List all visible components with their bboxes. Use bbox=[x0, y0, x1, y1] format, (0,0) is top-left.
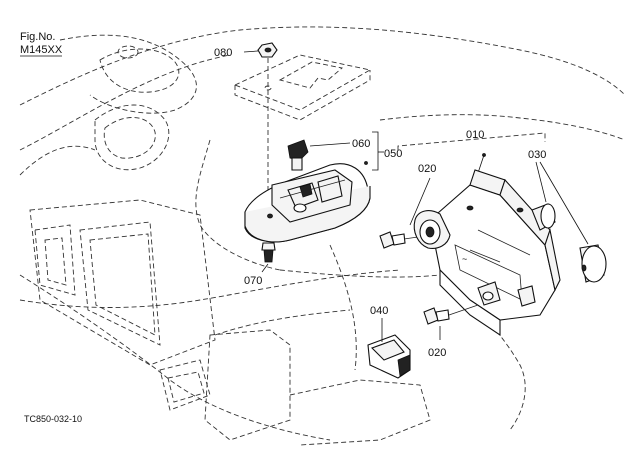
knob-030-large bbox=[539, 161, 607, 283]
room-lamp bbox=[244, 163, 371, 243]
screw-020-lower: 020 bbox=[423, 304, 479, 359]
cab-structure-outline bbox=[19, 26, 626, 446]
drawing-code: TC850-032-10 bbox=[24, 414, 82, 424]
callout-020-upper: 020 bbox=[418, 163, 436, 175]
callout-050: 050 bbox=[384, 148, 402, 160]
cover-040: 040 bbox=[367, 305, 411, 379]
callout-010: 010 bbox=[466, 129, 484, 141]
fig-label: Fig.No. bbox=[20, 31, 55, 43]
figure-header: Fig.No. M145XX bbox=[20, 31, 63, 57]
callout-040: 040 bbox=[370, 305, 388, 317]
callout-020-lower: 020 bbox=[428, 347, 446, 359]
callout-070: 070 bbox=[244, 275, 262, 287]
bracket-050: 050 bbox=[364, 131, 402, 171]
screw-070: 070 bbox=[244, 242, 276, 287]
knob-030-small bbox=[531, 161, 556, 231]
switch-060: 060 bbox=[287, 138, 370, 171]
control-housing: ~ bbox=[413, 169, 561, 337]
callout-080: 080 bbox=[214, 47, 232, 59]
svg-text:~: ~ bbox=[462, 254, 467, 264]
bracket-010: 010 bbox=[397, 129, 546, 186]
callout-030: 030 bbox=[528, 149, 546, 161]
screw-020-upper: 020 bbox=[379, 163, 436, 249]
fig-number: M145XX bbox=[20, 44, 63, 56]
ceiling-panel bbox=[233, 54, 372, 121]
nut-080: 080 bbox=[214, 42, 278, 59]
callout-060: 060 bbox=[352, 138, 370, 150]
